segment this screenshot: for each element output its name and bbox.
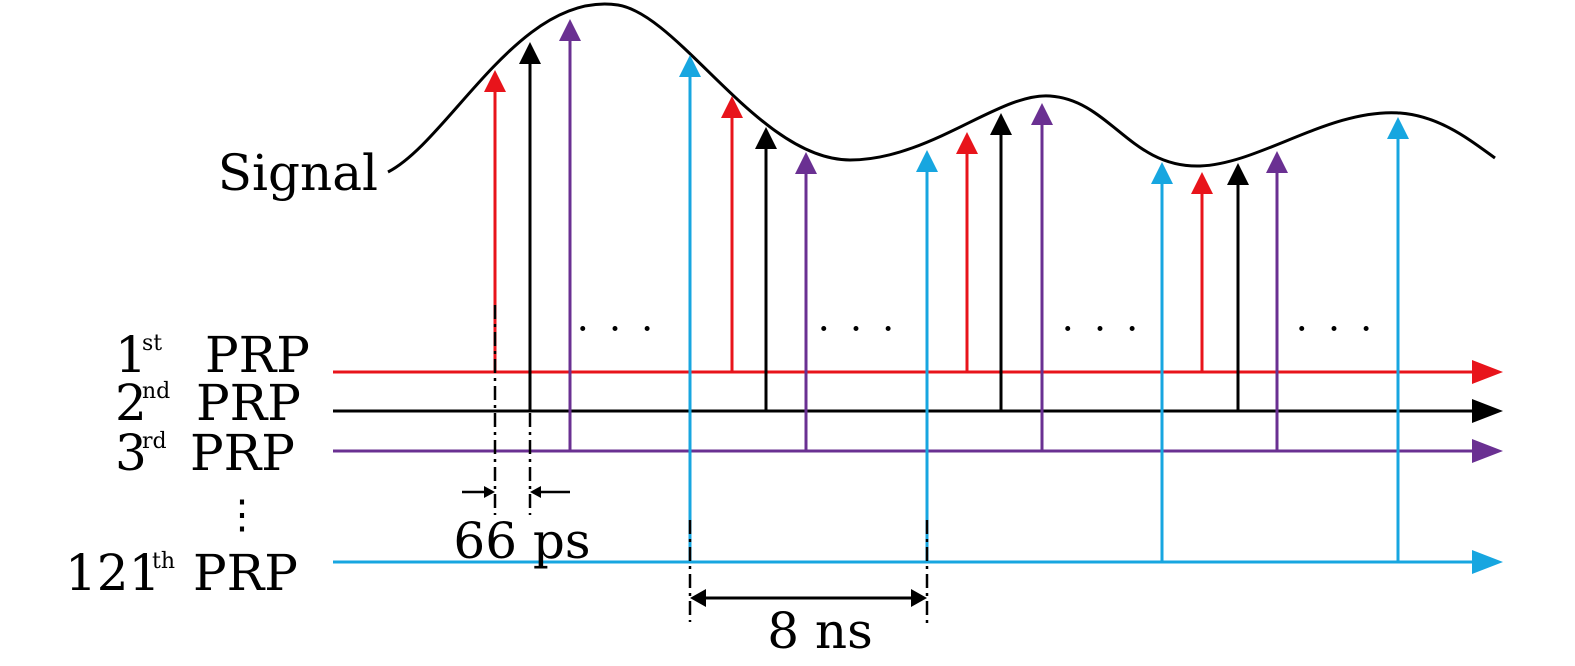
sample-arrow [956, 132, 978, 372]
dimension-66ps [462, 305, 570, 515]
timeline-2-arrowhead [1472, 399, 1503, 423]
sample-arrow [679, 55, 701, 562]
row-2-word: PRP [196, 374, 301, 432]
row-4-ordinal: 121 [65, 544, 160, 602]
ellipsis-3: · · · [1062, 307, 1142, 351]
timeline-2nd-prp [333, 399, 1503, 423]
dimension-8ns-label: 8 ns [767, 602, 873, 660]
row-4-suffix: th [152, 549, 175, 574]
sample-arrow [721, 96, 743, 372]
samples-121th-prp [679, 55, 1409, 562]
row-label-2nd-prp: 2 nd PRP [115, 374, 301, 432]
sample-arrow [1227, 163, 1249, 411]
sample-arrow [1266, 151, 1288, 451]
row-4-word: PRP [193, 544, 298, 602]
dimension-8ns [688, 520, 929, 628]
row-3-ordinal: 3 [115, 424, 147, 482]
sample-arrow [795, 152, 817, 451]
sample-arrow [1191, 172, 1213, 372]
ellipsis-1: · · · [577, 307, 657, 351]
timeline-1-arrowhead [1472, 360, 1503, 384]
sample-arrow [519, 42, 541, 411]
ellipsis-4: · · · [1296, 307, 1376, 351]
timeline-3rd-prp [333, 439, 1503, 463]
vertical-ellipsis: ⋮ [222, 492, 262, 538]
sample-arrow [1387, 117, 1409, 562]
row-1-suffix: st [142, 331, 162, 356]
samples-3rd-prp [559, 19, 1288, 451]
row-label-1st-prp: 1 st PRP [115, 326, 310, 384]
row-1-ordinal: 1 [115, 326, 147, 384]
sample-arrow [1031, 103, 1053, 451]
timeline-121th-prp [333, 550, 1503, 574]
timeline-3-arrowhead [1472, 439, 1503, 463]
row-1-word: PRP [205, 326, 310, 384]
signal-label: Signal [218, 144, 378, 202]
timeline-4-arrowhead [1472, 550, 1503, 574]
sample-arrow [916, 150, 938, 562]
sample-arrow [990, 113, 1012, 411]
signal-curve [387, 2, 1496, 174]
row-label-121th-prp: 121 th PRP [65, 544, 298, 602]
timeline-1st-prp [333, 360, 1503, 384]
sample-arrow [559, 19, 581, 451]
row-label-3rd-prp: 3 rd PRP [115, 424, 295, 482]
row-3-word: PRP [190, 424, 295, 482]
row-2-ordinal: 2 [115, 374, 147, 432]
sample-arrow [1151, 162, 1173, 562]
row-3-suffix: rd [142, 429, 167, 454]
dimension-66ps-label: 66 ps [453, 512, 590, 570]
row-2-suffix: nd [142, 379, 170, 404]
sample-arrow [755, 127, 777, 411]
ellipsis-2: · · · [818, 307, 898, 351]
samples-2nd-prp [519, 42, 1249, 411]
